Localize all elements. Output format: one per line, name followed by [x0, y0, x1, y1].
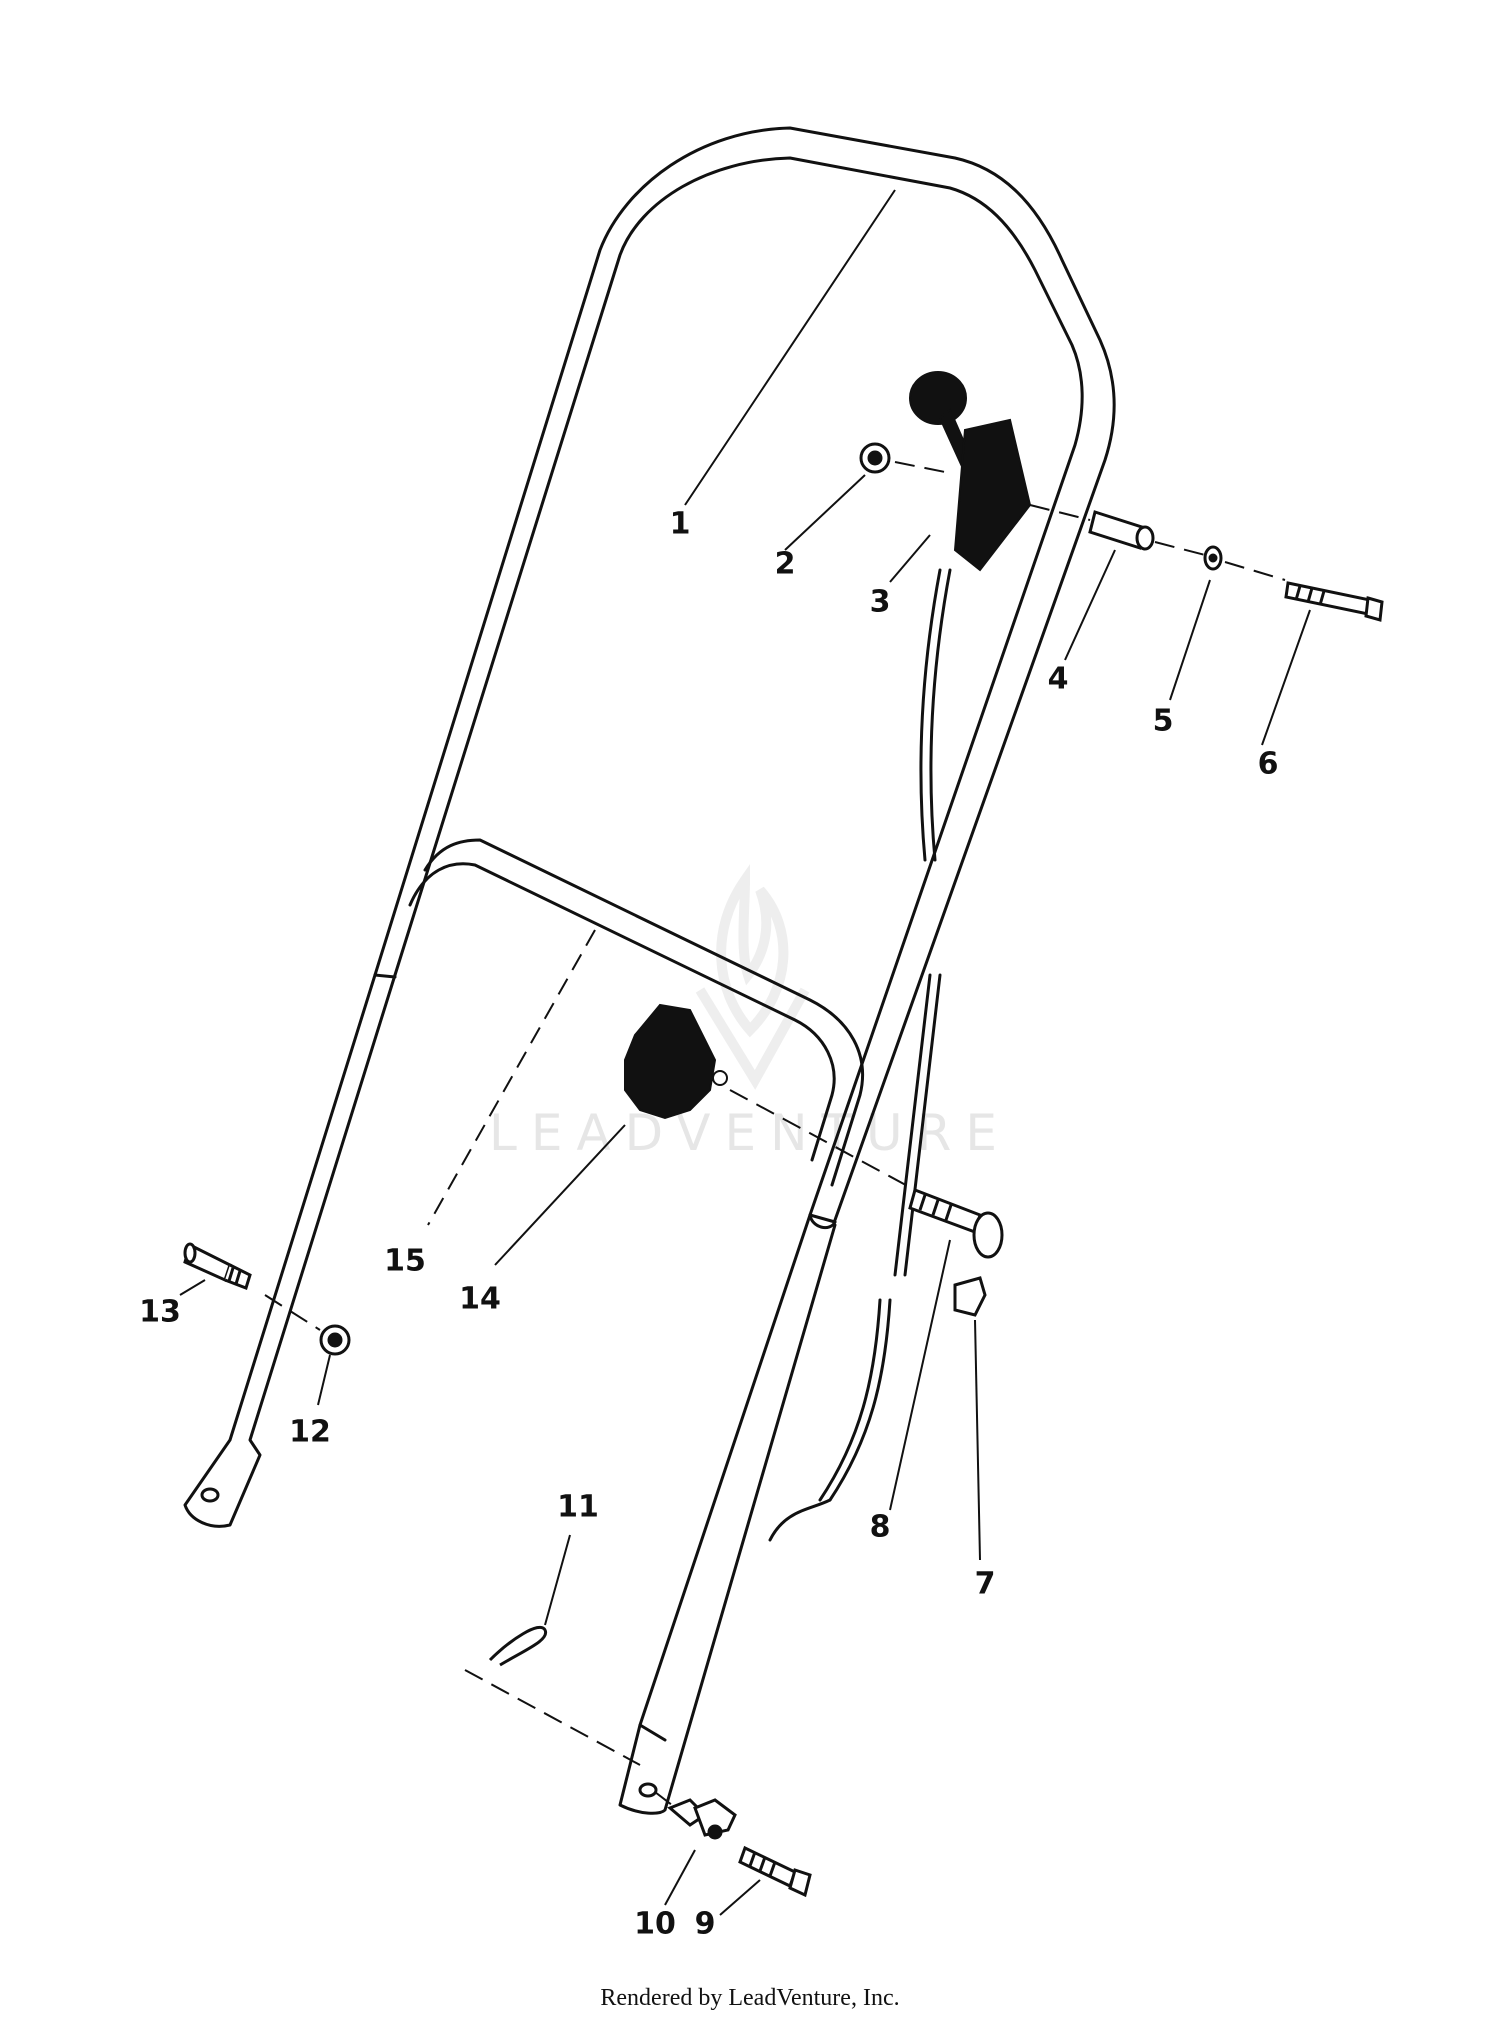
throttle-control-icon — [909, 371, 1032, 572]
control-cable — [768, 568, 952, 1542]
callout-3: 3 — [870, 585, 891, 620]
callout-9: 9 — [695, 1907, 716, 1942]
lower-handle — [183, 838, 865, 1815]
callout-6: 6 — [1258, 747, 1279, 782]
callout-11: 11 — [557, 1490, 599, 1525]
callout-10: 10 — [634, 1907, 676, 1942]
callout-12: 12 — [289, 1415, 331, 1450]
carriage-bolt-icon — [908, 1188, 1004, 1259]
bolt-icon — [738, 1845, 812, 1898]
nut-icon — [319, 1324, 351, 1356]
callout-2: 2 — [775, 547, 796, 582]
callout-8: 8 — [870, 1510, 891, 1545]
watermark-text: LEADVENTURE — [489, 1104, 1011, 1162]
callout-5: 5 — [1153, 704, 1174, 739]
callout-13: 13 — [139, 1295, 181, 1330]
pin-icon — [488, 1625, 548, 1667]
spacer-icon — [1088, 510, 1155, 551]
upper-handle — [373, 126, 1116, 1230]
watermark-logo-icon — [695, 864, 810, 1090]
watermark: LEADVENTURE — [489, 864, 1011, 1162]
bolt-icon — [1284, 581, 1384, 622]
leader-lines — [179, 189, 1311, 1916]
nut-icon — [859, 442, 891, 474]
bolt-icon — [183, 1242, 252, 1290]
bolt-icon — [667, 1798, 737, 1840]
callout-labels: 1 2 3 4 5 6 7 8 9 10 11 12 13 14 15 — [139, 507, 1278, 1942]
footer-credit: Rendered by LeadVenture, Inc. — [600, 1985, 900, 2011]
assembly-lines — [264, 461, 1286, 1806]
callout-7: 7 — [975, 1567, 996, 1602]
washer-icon — [1203, 545, 1223, 571]
callout-14: 14 — [459, 1282, 501, 1317]
nut-icon — [953, 1276, 987, 1317]
callout-4: 4 — [1048, 662, 1069, 697]
callout-15: 15 — [384, 1244, 426, 1279]
knob-icon — [624, 1003, 728, 1120]
callout-1: 1 — [670, 507, 691, 542]
